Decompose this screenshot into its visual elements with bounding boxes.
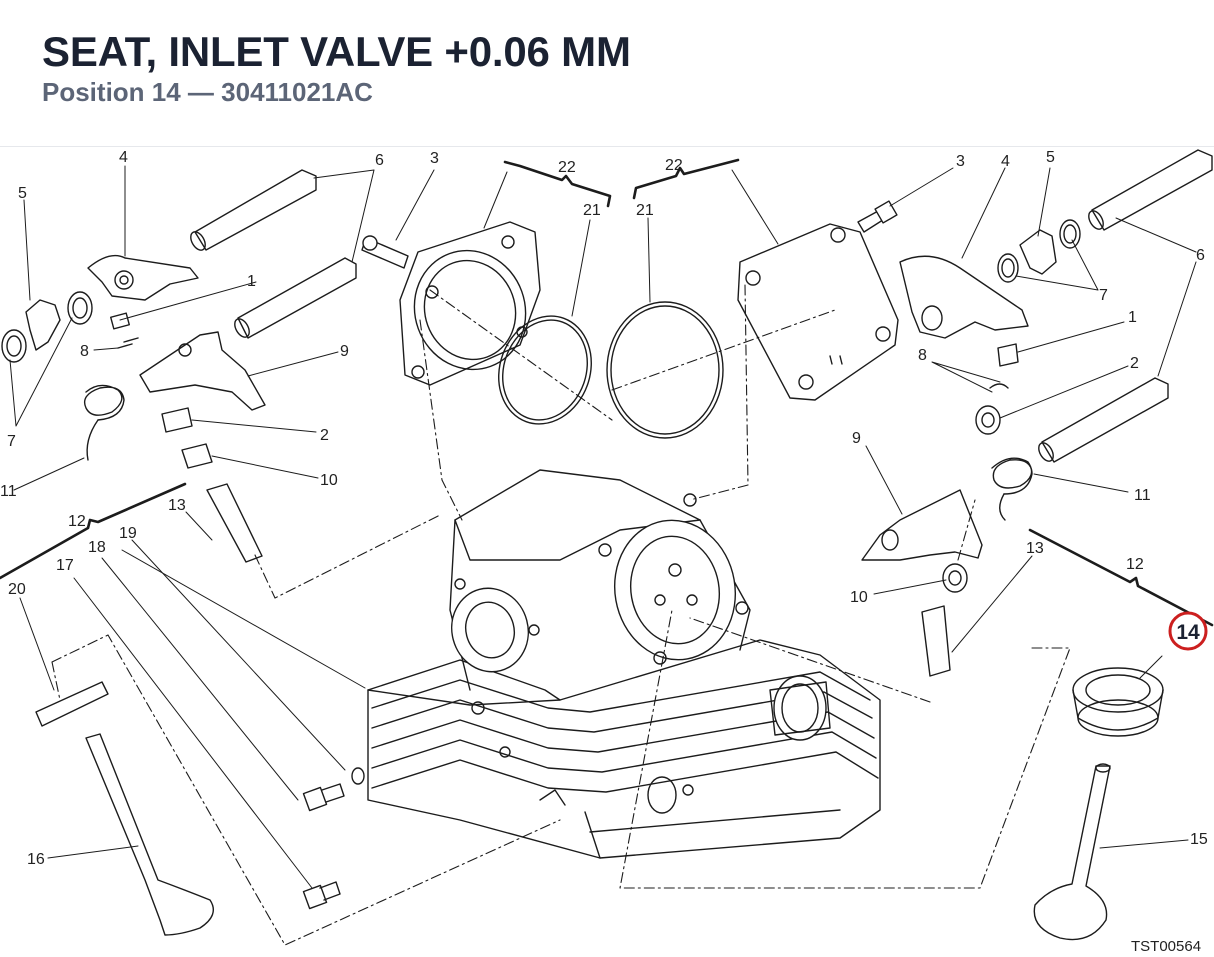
callout-10: 10	[850, 589, 868, 606]
callout-8: 8	[80, 343, 89, 360]
callout-13: 13	[1026, 540, 1044, 557]
callout-8: 8	[918, 347, 927, 364]
callout-6: 6	[1196, 247, 1205, 264]
callout-16: 16	[27, 851, 45, 868]
callout-9: 9	[340, 343, 349, 360]
callout-3: 3	[956, 153, 965, 170]
callout-6: 6	[375, 152, 384, 169]
cylinder-head-drawing	[367, 469, 881, 859]
callout-3: 3	[430, 150, 439, 167]
callout-7: 7	[1099, 287, 1108, 304]
drawing-code: TST00564	[1131, 938, 1201, 955]
callout-22: 22	[665, 157, 683, 174]
callout-10: 10	[320, 472, 338, 489]
callout-11: 11	[0, 483, 17, 500]
callout-13: 13	[168, 497, 186, 514]
callout-1: 1	[247, 273, 256, 290]
callout-21: 21	[583, 202, 601, 219]
left-valve-train	[1, 169, 357, 563]
callout-9: 9	[852, 430, 861, 447]
callout-12: 12	[1126, 556, 1144, 573]
lower-left-parts	[35, 235, 409, 936]
left-valve-cover	[399, 221, 724, 439]
page-title: SEAT, INLET VALVE +0.06 MM	[42, 28, 631, 75]
highlight-ring	[1168, 611, 1208, 651]
callout-1: 1	[1128, 309, 1137, 326]
callout-19: 19	[119, 525, 137, 542]
callout-20: 20	[8, 581, 26, 598]
callout-4: 4	[1001, 153, 1010, 170]
callout-12: 12	[68, 513, 86, 530]
assembly-lines	[51, 284, 1071, 946]
callout-15: 15	[1190, 831, 1208, 848]
leader-lines	[9, 165, 1197, 889]
callout-11: 11	[1134, 487, 1151, 504]
callout-4: 4	[119, 149, 128, 166]
right-valve-cover	[737, 223, 899, 401]
group-brackets	[0, 158, 1214, 627]
callout-5: 5	[1046, 149, 1055, 166]
callout-labels: 4 6 3 22 22 3 4 5 5 21 21 6 1 7 8 9 1 8 …	[0, 149, 1208, 868]
highlight-label: 14	[1176, 621, 1200, 644]
callout-22: 22	[558, 159, 576, 176]
page-header: SEAT, INLET VALVE +0.06 MM Position 14 —…	[0, 0, 1214, 147]
callout-17: 17	[56, 557, 74, 574]
part-position-subtitle: Position 14 — 30411021AC	[42, 77, 373, 107]
highlighted-callout-14: 14	[1168, 611, 1208, 651]
callout-2: 2	[1130, 355, 1139, 372]
callout-18: 18	[88, 539, 106, 556]
right-valve-train	[857, 149, 1213, 941]
callout-2: 2	[320, 427, 329, 444]
callout-7: 7	[7, 433, 16, 450]
callout-21: 21	[636, 202, 654, 219]
callout-5: 5	[18, 185, 27, 202]
